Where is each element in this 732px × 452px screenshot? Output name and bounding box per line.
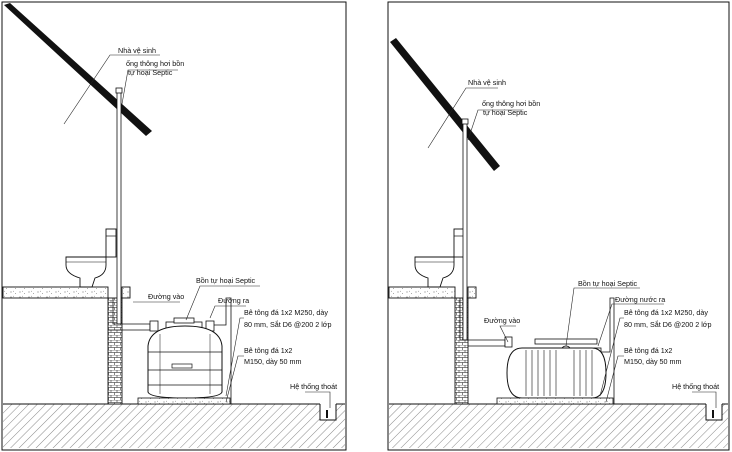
toilet-icon	[414, 228, 465, 288]
septic-tank-vertical-icon	[147, 317, 223, 399]
outlet-pipe	[214, 297, 232, 404]
label-vent-1: ống thông hơi bồn	[126, 59, 184, 68]
outlet-pipe	[601, 297, 615, 404]
ground	[3, 404, 345, 448]
label-drain: Hệ thống thoát	[672, 382, 719, 391]
floor-slab	[388, 286, 456, 299]
label-base-1: Bê tông đá 1x2	[244, 346, 292, 355]
label-house: Nhà vệ sinh	[118, 46, 156, 55]
left-panel: Nhà vệ sinh ống thông hơi bồn tự hoại Se…	[1, 1, 347, 451]
label-slab-1: Bê tông đá 1x2 M250, dày	[624, 308, 708, 317]
label-house: Nhà vệ sinh	[468, 78, 506, 87]
label-base-2: M150, dày 50 mm	[624, 357, 682, 366]
septic-tank-horizontal-icon	[506, 338, 607, 399]
label-outlet: Đường nước ra	[615, 295, 665, 304]
left-frame	[1, 1, 347, 451]
toilet-icon	[65, 228, 117, 288]
label-base-2: M150, dày 50 mm	[244, 357, 302, 366]
label-drain: Hệ thống thoát	[290, 382, 337, 391]
label-inlet: Đường vào	[148, 292, 184, 301]
roof-beam	[4, 3, 152, 136]
label-vent-2: tự hoại Septic	[128, 68, 173, 77]
vent-pipe	[115, 87, 123, 325]
label-slab-2: 80 mm, Sắt D6 @200 2 lớp	[624, 320, 712, 329]
ground	[389, 404, 728, 448]
label-slab-2: 80 mm, Sắt D6 @200 2 lớp	[244, 320, 332, 329]
floor-slab	[2, 286, 109, 299]
brick-wall	[107, 297, 123, 405]
right-frame	[387, 1, 730, 451]
roof-beam	[390, 38, 500, 171]
vent-pipe	[461, 118, 469, 341]
label-base-1: Bê tông đá 1x2	[624, 346, 672, 355]
label-slab-1: Bê tông đá 1x2 M250, dày	[244, 308, 328, 317]
label-vent-2: tự hoại Septic	[483, 108, 528, 117]
base-concrete	[496, 397, 614, 405]
base-concrete	[137, 397, 231, 405]
label-vent-1: ống thông hơi bồn	[482, 99, 540, 108]
right-panel: Nhà vệ sinh ống thông hơi bồn tự hoại Se…	[387, 1, 730, 451]
label-tank: Bồn tự hoại Septic	[578, 279, 638, 288]
label-tank: Bồn tự hoại Septic	[196, 276, 256, 285]
label-outlet: Đường ra	[218, 296, 249, 305]
label-inlet: Đường vào	[484, 316, 520, 325]
